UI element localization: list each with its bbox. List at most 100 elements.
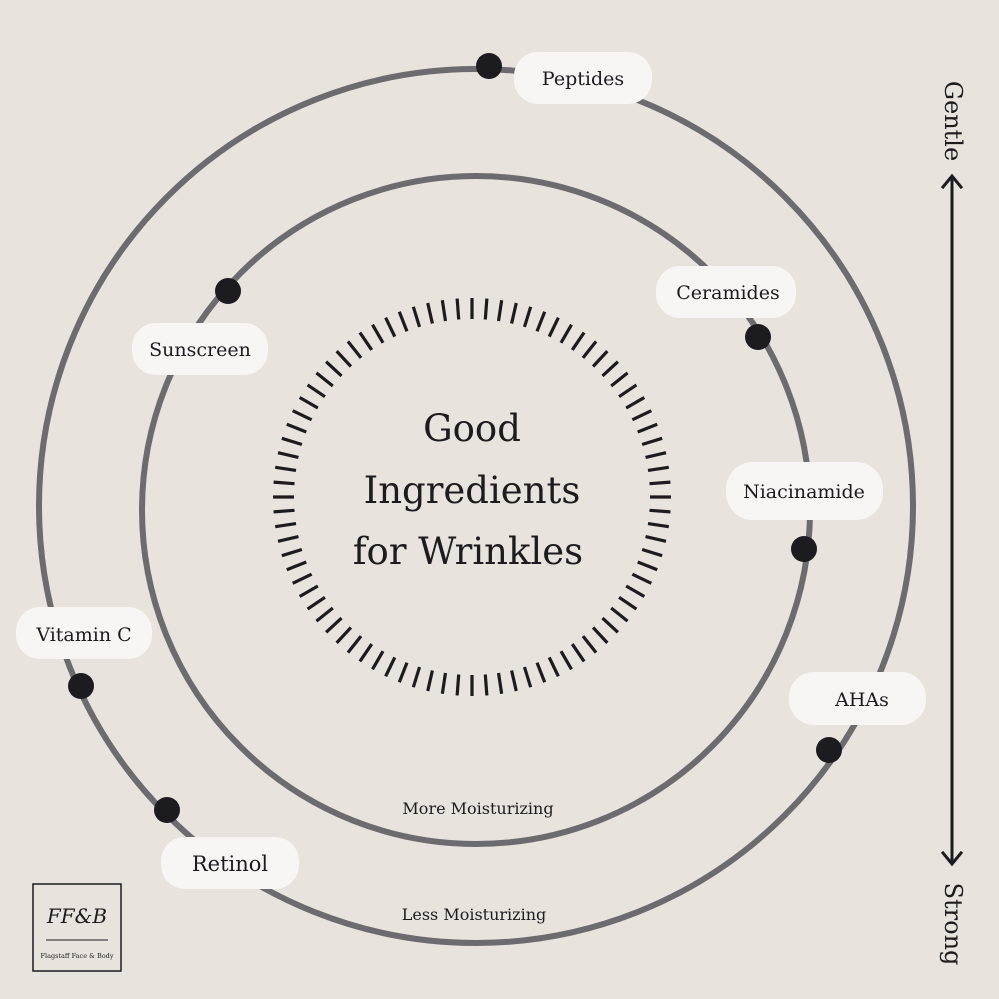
ingredient-niacinamide: Niacinamide bbox=[726, 462, 883, 562]
tick-mark bbox=[455, 674, 461, 696]
tick-mark bbox=[625, 396, 646, 410]
tick-mark bbox=[397, 311, 409, 332]
tick-mark bbox=[298, 396, 319, 410]
logo-caption: Flagstaff Face & Body bbox=[40, 952, 113, 960]
tick-mark bbox=[610, 371, 629, 388]
tick-mark bbox=[286, 422, 307, 434]
ingredient-ahas: AHAs bbox=[789, 672, 926, 763]
tick-mark bbox=[591, 626, 609, 644]
tick-mark bbox=[440, 672, 448, 695]
tick-mark bbox=[346, 340, 363, 359]
label-pill bbox=[726, 462, 883, 520]
tick-mark bbox=[306, 383, 326, 399]
tick-mark bbox=[496, 299, 504, 322]
tick-mark bbox=[315, 371, 334, 388]
tick-mark bbox=[496, 672, 504, 695]
tick-mark bbox=[426, 302, 434, 324]
ingredient-retinol: Retinol bbox=[154, 797, 299, 889]
tick-mark bbox=[281, 547, 303, 558]
tick-mark bbox=[358, 643, 374, 663]
ingredient-label: Retinol bbox=[192, 852, 269, 876]
tick-mark bbox=[601, 616, 619, 634]
label-pill bbox=[161, 837, 299, 889]
tick-mark bbox=[591, 350, 609, 368]
ingredient-peptides: Peptides bbox=[476, 52, 652, 104]
tick-mark bbox=[647, 465, 670, 473]
tick-mark bbox=[559, 650, 573, 671]
tick-mark bbox=[581, 340, 598, 359]
tick-mark bbox=[610, 606, 629, 623]
ingredient-marker bbox=[791, 536, 817, 562]
tick-mark bbox=[645, 535, 667, 543]
ingredient-marker bbox=[68, 673, 94, 699]
ingredient-label: Niacinamide bbox=[743, 481, 865, 503]
tick-mark bbox=[335, 350, 353, 368]
tick-mark bbox=[455, 298, 461, 320]
tick-mark bbox=[647, 521, 670, 529]
tick-mark bbox=[637, 560, 658, 572]
tick-mark bbox=[277, 535, 299, 543]
label-pill bbox=[132, 323, 268, 375]
tick-mark bbox=[315, 606, 334, 623]
tick-mark bbox=[384, 317, 397, 338]
tick-mark bbox=[618, 595, 638, 611]
brand-logo: FF&B Flagstaff Face & Body bbox=[32, 883, 122, 972]
tick-mark bbox=[535, 311, 547, 332]
label-pill bbox=[514, 52, 652, 104]
label-pill bbox=[656, 266, 796, 318]
scale-bottom-label: Strong bbox=[939, 883, 967, 966]
tick-mark bbox=[426, 670, 434, 692]
ingredient-label: Sunscreen bbox=[149, 339, 251, 361]
tick-mark bbox=[384, 656, 397, 677]
tick-mark bbox=[637, 422, 658, 434]
tick-mark bbox=[281, 436, 303, 447]
tick-mark bbox=[411, 666, 422, 688]
tick-mark bbox=[397, 662, 409, 683]
tick-mark bbox=[641, 547, 663, 558]
ingredient-marker bbox=[215, 278, 241, 304]
tick-mark bbox=[371, 650, 385, 671]
tick-mark bbox=[358, 331, 374, 351]
tick-mark bbox=[371, 323, 385, 344]
tick-mark bbox=[298, 584, 319, 598]
tick-mark bbox=[277, 451, 299, 459]
tick-mark bbox=[649, 508, 671, 514]
label-pill bbox=[16, 607, 152, 659]
tick-mark bbox=[547, 656, 560, 677]
inner-ring-label: More Moisturizing bbox=[402, 799, 553, 818]
ingredient-label: Vitamin C bbox=[35, 624, 131, 646]
ingredient-marker bbox=[745, 324, 771, 350]
tick-mark bbox=[274, 465, 297, 473]
arrow-up-icon bbox=[940, 173, 964, 190]
tick-mark bbox=[483, 298, 489, 320]
tick-mark bbox=[559, 323, 573, 344]
tick-mark bbox=[522, 666, 533, 688]
ingredient-label: Ceramides bbox=[676, 282, 779, 304]
tick-mark bbox=[631, 572, 652, 585]
tick-mark bbox=[325, 360, 343, 378]
tick-ring bbox=[273, 298, 671, 696]
strength-scale: Gentle Strong bbox=[939, 81, 967, 966]
tick-mark bbox=[631, 409, 652, 422]
tick-mark bbox=[581, 635, 598, 654]
title-line-3: for Wrinkles bbox=[353, 530, 583, 573]
tick-mark bbox=[325, 616, 343, 634]
tick-mark bbox=[601, 360, 619, 378]
tick-mark bbox=[649, 480, 671, 486]
ingredient-label: AHAs bbox=[834, 689, 889, 711]
ingredient-marker bbox=[816, 737, 842, 763]
arrow-down-icon bbox=[940, 850, 964, 867]
tick-mark bbox=[273, 508, 295, 514]
tick-mark bbox=[570, 643, 586, 663]
tick-mark bbox=[292, 409, 313, 422]
title-line-2: Ingredients bbox=[364, 469, 581, 512]
ingredient-sunscreen: Sunscreen bbox=[132, 278, 268, 375]
label-pill bbox=[789, 672, 926, 725]
tick-mark bbox=[411, 306, 422, 328]
outer-ring-label: Less Moisturizing bbox=[402, 905, 547, 924]
tick-mark bbox=[440, 299, 448, 322]
ingredient-vitamin-c: Vitamin C bbox=[16, 607, 152, 699]
title-line-1: Good bbox=[423, 407, 521, 450]
